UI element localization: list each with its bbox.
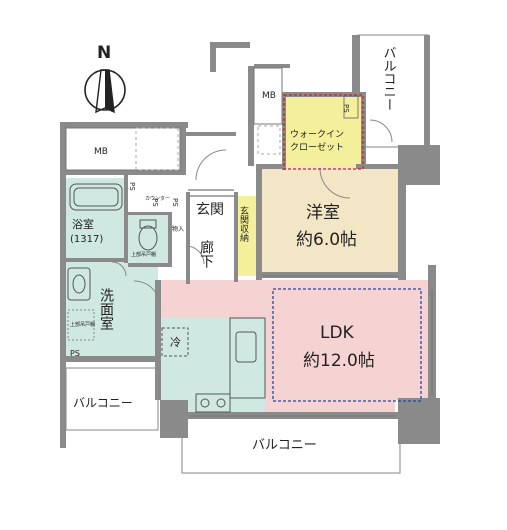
ps-bath-2-label: PS — [171, 198, 179, 207]
floor-fills — [66, 96, 432, 418]
toilet-floor — [128, 215, 168, 265]
fridge-label: 冷 — [170, 336, 181, 349]
balcony-outlines — [65, 34, 429, 474]
walk-in-closet-label-1: ウォークイン — [290, 129, 344, 140]
ldk-size: 約12.0帖 — [303, 351, 375, 371]
walk-in-closet-outline — [283, 94, 364, 170]
balcony-left-label: バルコニー — [73, 396, 133, 410]
toilet-shelf-label: 上部吊戸棚 — [131, 251, 156, 258]
entrance-label: 玄関 — [196, 201, 224, 218]
hallway-label: 廊下 — [198, 239, 214, 268]
ps-entry-label: PS — [151, 198, 159, 207]
western-room-name: 洋室 — [306, 203, 340, 223]
balcony-bottom-label: バルコニー — [252, 438, 317, 453]
bathroom-floor — [66, 178, 126, 258]
balcony-right-label: バルコニー — [381, 46, 397, 111]
counter-label: カウンター — [145, 195, 170, 202]
labels: ウォークイン クローゼット 洋室 約6.0帖 LDK 約12.0帖 浴室 (13… — [70, 46, 396, 453]
ps-bath-1-label: PS — [128, 182, 136, 191]
entrance-storage-floor — [237, 196, 258, 276]
mb-left-label: MB — [94, 147, 108, 157]
bathroom-size: (1317) — [70, 234, 103, 245]
fixtures-lineart — [65, 67, 433, 417]
washroom-label: 洗面室 — [98, 288, 114, 330]
ldk-name: LDK — [320, 323, 355, 343]
walk-in-closet-floor — [285, 96, 361, 168]
mb-top-label: MB — [262, 91, 276, 101]
washer-pan-label: 上部吊戸棚 — [70, 321, 95, 328]
ps-washroom-label: PS — [70, 349, 80, 358]
compass-icon: N — [84, 43, 126, 114]
bathroom-name: 浴室 — [72, 217, 94, 231]
walk-in-closet-label-2: クローゼット — [290, 141, 344, 153]
hanger-label: 物入 — [172, 225, 184, 233]
compass-north-label: N — [97, 43, 111, 63]
ps-closet-label: PS — [342, 104, 350, 113]
western-room-size: 約6.0帖 — [296, 230, 357, 250]
western-room-floor — [260, 165, 403, 276]
entrance-storage-label: 玄関収納 — [238, 205, 249, 243]
